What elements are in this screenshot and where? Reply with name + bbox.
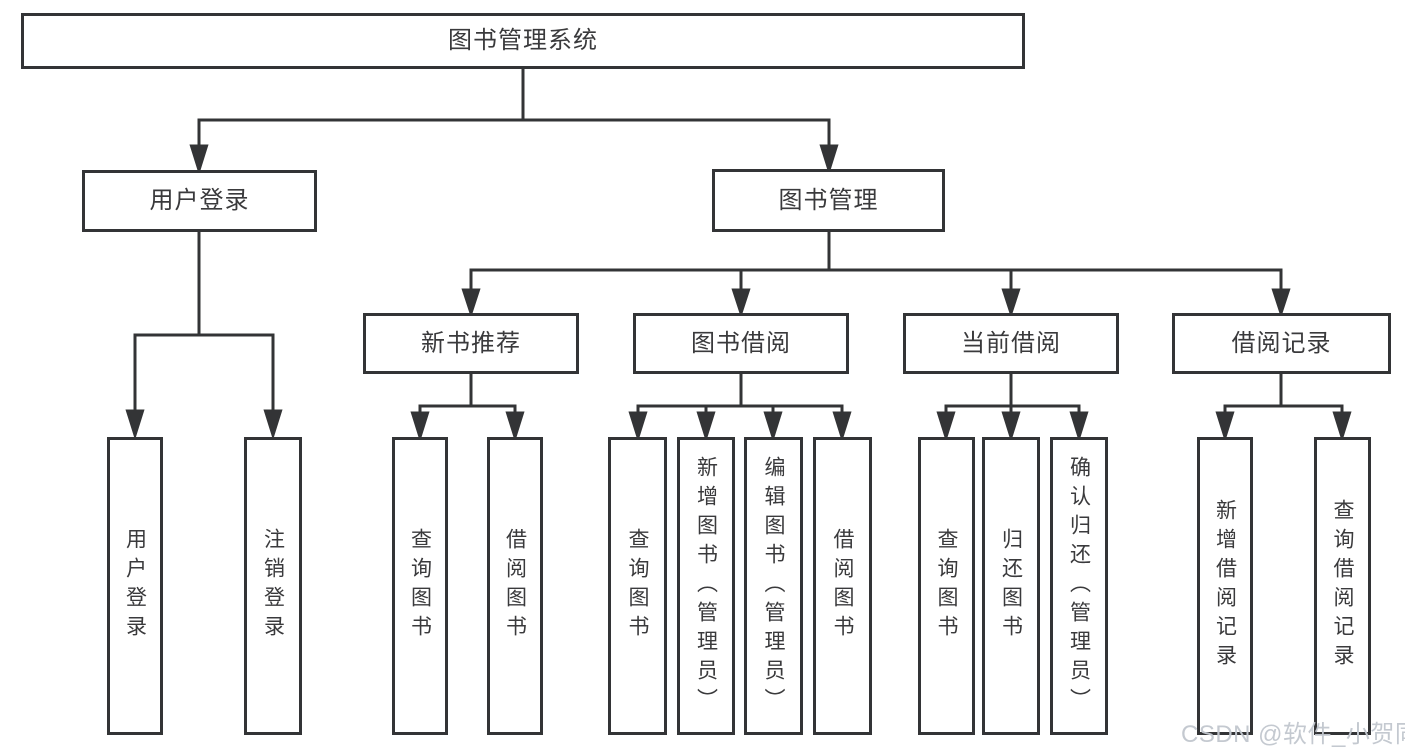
leaf-borrowing-query-books: 查询图书 — [608, 437, 667, 735]
leaf-user-login: 用户登录 — [107, 437, 163, 735]
connector-current-to-leaves — [936, 374, 1089, 443]
leaf-current-confirm-return-admin: 确认归还（管理员） — [1050, 437, 1108, 735]
node-book-management: 图书管理 — [712, 169, 945, 232]
watermark-text: CSDN @软件_小贺同学 — [1181, 721, 1405, 747]
leaf-records-query-record: 查询借阅记录 — [1314, 437, 1371, 735]
connector-newbook-to-leaves — [410, 374, 525, 443]
connector-borrowing-to-leaves — [628, 374, 852, 443]
connector-login-to-leaves — [125, 232, 283, 441]
leaf-newbook-query-books: 查询图书 — [392, 437, 448, 735]
connector-mgmt-to-level2 — [461, 232, 1291, 318]
leaf-records-add-record: 新增借阅记录 — [1197, 437, 1253, 735]
leaf-newbook-borrow-books: 借阅图书 — [487, 437, 543, 735]
node-current-borrowing: 当前借阅 — [903, 313, 1119, 374]
leaf-current-return-books: 归还图书 — [982, 437, 1040, 735]
node-new-book-recommend: 新书推荐 — [363, 313, 579, 374]
node-library-system: 图书管理系统 — [21, 13, 1025, 69]
node-borrowing-records: 借阅记录 — [1172, 313, 1391, 374]
leaf-current-query-books: 查询图书 — [918, 437, 975, 735]
leaf-logout: 注销登录 — [244, 437, 302, 735]
leaf-borrowing-add-books-admin: 新增图书（管理员） — [677, 437, 735, 735]
connector-root-to-level1 — [189, 69, 839, 176]
node-user-login: 用户登录 — [82, 170, 317, 232]
connector-records-to-leaves — [1215, 374, 1352, 443]
leaf-borrowing-borrow-books: 借阅图书 — [813, 437, 872, 735]
leaf-borrowing-edit-books-admin: 编辑图书（管理员） — [744, 437, 803, 735]
node-book-borrowing: 图书借阅 — [633, 313, 849, 374]
